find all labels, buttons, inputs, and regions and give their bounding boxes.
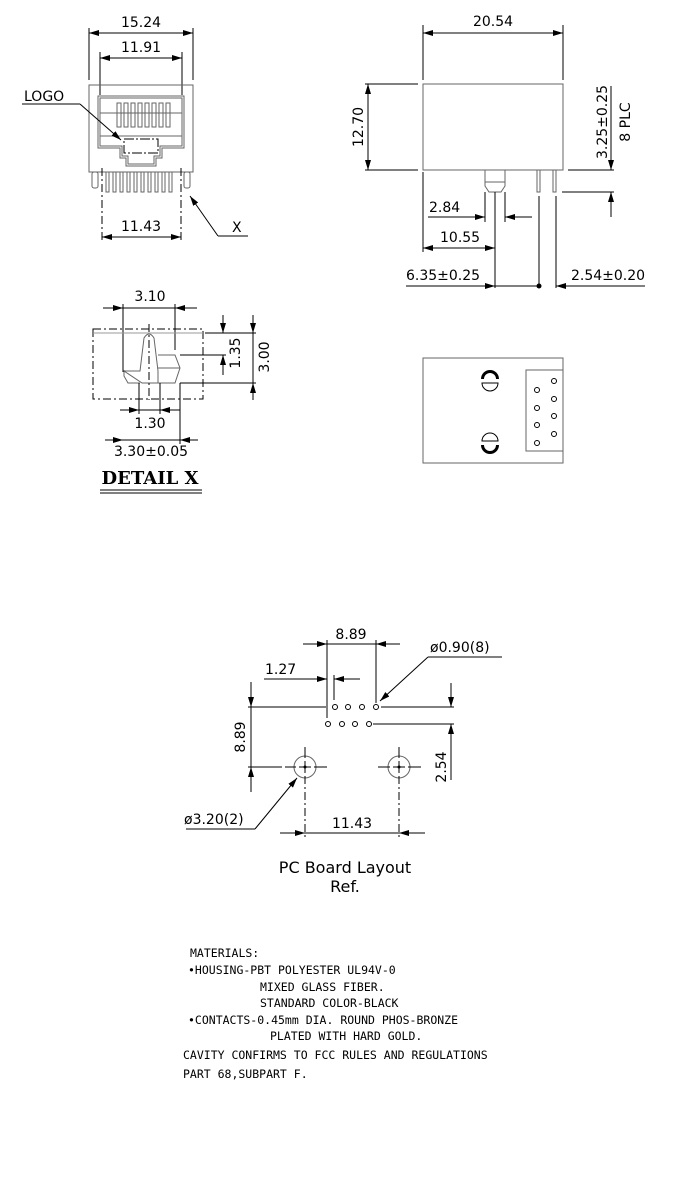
port-opening [97,95,185,167]
pcb-title: PC Board Layout [279,858,411,877]
dim-slot-height: 1.35 [228,337,244,368]
dim-post-to-pin: 6.35±0.25 [406,268,480,284]
side-pin [536,169,541,193]
note-line: PLATED WITH HARD GOLD. [270,1029,422,1043]
detail-title: DETAIL X [101,468,198,489]
leader-line [254,777,298,830]
contact-fingers [116,102,171,128]
leader-line [379,656,429,702]
detail-outline [92,328,204,400]
note-line: STANDARD COLOR-BLACK [260,996,399,1010]
post-symbols [481,370,499,454]
pin-holes [534,378,557,446]
note-line: CAVITY CONFIRMS TO FCC RULES AND REGULAT… [183,1048,488,1062]
pcb-subtitle: Ref. [330,877,360,896]
detail-callout: X [232,220,242,236]
note-line: •CONTACTS-0.45mm DIA. ROUND PHOS-BRONZE [188,1013,458,1027]
side-pin [552,169,557,193]
dim-post-spacing: 11.43 [332,816,372,832]
dim-length: 20.54 [473,14,513,30]
front-view: 15.24 11.91 LOGO [22,15,248,242]
dim-post-hole: ø3.20(2) [184,812,244,828]
dim-row-spacing: 2.54 [434,751,450,782]
pins [91,171,191,193]
pin-field [525,369,564,452]
dim-top-width: 3.10 [134,289,165,305]
bottom-view [422,357,564,464]
leader-line [79,103,122,141]
dim-pin-length: 3.25±0.25 [595,85,611,159]
mounting-post [484,170,506,193]
side-view: 20.54 12.70 3.25±0.25 8 PLC 2.84 10.55 [351,14,645,289]
clip-right [158,354,181,384]
dim-pin-span: 11.43 [121,219,161,235]
dim-pin-length-note: 8 PLC [618,102,634,142]
body-outline [422,83,564,171]
dim-slot-width: 1.30 [134,416,165,432]
pcb-post-hole-left [285,747,327,838]
dim-origin-dot [536,283,542,289]
note-line: •HOUSING-PBT POLYESTER UL94V-0 [188,963,396,977]
dim-overall-width: 15.24 [121,15,161,31]
materials-notes: MATERIALS: •HOUSING-PBT POLYESTER UL94V-… [183,946,488,1081]
clip-left [122,333,159,384]
note-line: MATERIALS: [190,946,259,960]
pcb-pin-holes [325,704,379,727]
detail-x: 3.10 1.35 3.00 1.30 3.30±0.05 [92,289,273,494]
note-line: PART 68,SUBPART F. [183,1067,308,1081]
dim-bottom-width: 3.30±0.05 [114,444,188,460]
logo-box [123,138,159,154]
dim-overall-height: 3.00 [257,341,273,372]
pcb-post-hole-right [378,747,421,838]
clip-base [123,370,140,384]
dim-opening-width: 11.91 [121,40,161,56]
pcb-layout: 8.89 1.27 ø0.90(8) 8.89 [184,627,502,896]
leader-line [189,195,219,237]
dim-vertical-offset: 8.89 [233,721,249,752]
dim-pin-row-span: 8.89 [335,627,366,643]
dim-pin-pitch: 2.54±0.20 [571,268,645,284]
dim-pin-stagger: 1.27 [265,662,296,678]
dim-post-offset: 10.55 [440,230,480,246]
dim-height: 12.70 [351,107,367,147]
dim-post-width: 2.84 [429,200,460,216]
logo-label: LOGO [24,89,64,105]
dim-pin-hole: ø0.90(8) [430,640,490,656]
port-opening-inner [99,97,183,165]
note-line: MIXED GLASS FIBER. [260,980,385,994]
